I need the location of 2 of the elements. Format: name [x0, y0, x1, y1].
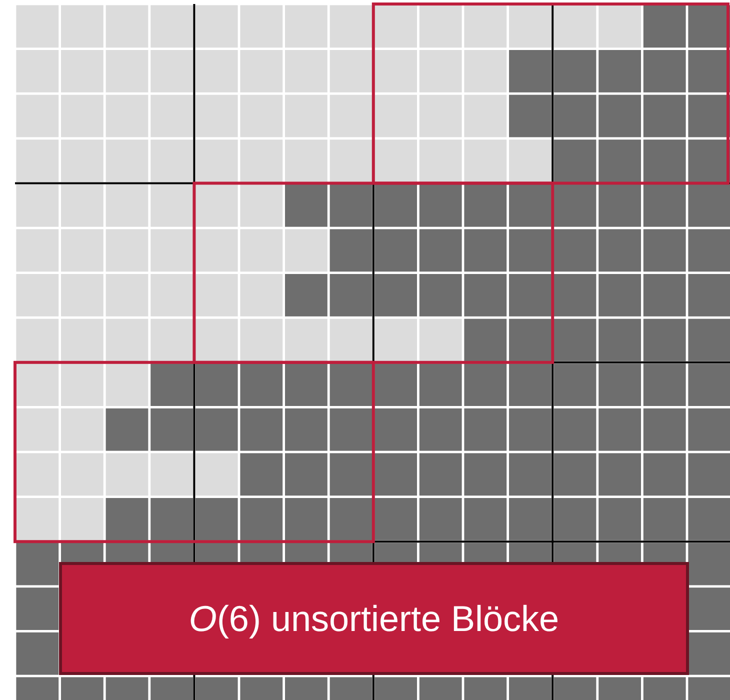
box-label: O(6) unsortierte Blöcke — [188, 598, 560, 640]
label-box — [59, 562, 689, 675]
